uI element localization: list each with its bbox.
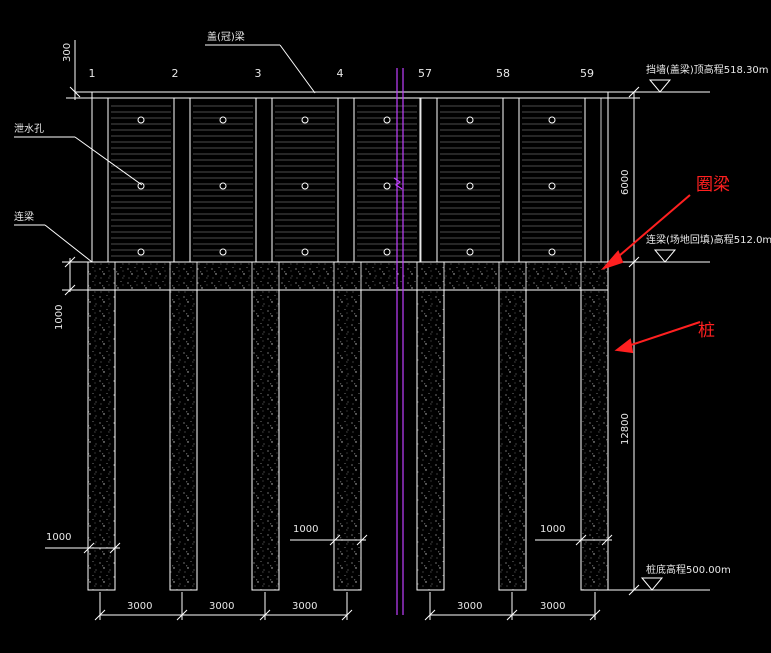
pile [251,289,280,591]
pile-width-dim-3: 1000 [540,524,565,535]
wall-panel [107,97,175,263]
drain-hole-icon [548,116,556,124]
drain-hole-icon [219,182,227,190]
drain-hole-icon [219,248,227,256]
break-line [393,68,404,615]
column-label: 4 [337,67,344,80]
ring-beam-annotation: 圈梁 [696,175,730,195]
spacing-dim-5: 3000 [540,601,565,612]
pile [580,289,609,591]
spacing-dim-1: 3000 [127,601,152,612]
cap-height-dim: 300 [62,43,73,62]
pile-width-dims [45,534,613,554]
tie-beam-elevation: 连梁(场地回填)高程512.0m [646,233,771,246]
pile-annotation: 桩 [698,321,715,341]
wall-panel [436,97,504,263]
pile [87,289,116,591]
drain-hole-icon [466,116,474,124]
drain-hole-label: 泄水孔 [14,122,44,135]
wall-panel [518,97,586,263]
drain-hole-icon [137,182,145,190]
pile-column [91,97,109,263]
column-label: 57 [418,67,432,80]
pile-column [173,97,191,263]
wall-panel [271,97,339,263]
pile-column [337,97,355,263]
pile-length-dim: 12800 [620,413,631,445]
pile [333,289,362,591]
beam-height-dim: 1000 [54,305,65,330]
drain-hole-icon [301,248,309,256]
wall-panel [353,97,421,263]
pile-column [420,97,438,263]
drain-hole-icon [548,248,556,256]
tie-beam [87,261,609,291]
drain-hole-icon [219,116,227,124]
red-arrows [600,194,701,354]
column-label: 58 [496,67,510,80]
drain-hole-icon [548,182,556,190]
drain-hole-icon [301,116,309,124]
drain-hole-icon [383,116,391,124]
pile [416,289,445,591]
column-labels: 1 2 3 4 57 58 59 [89,67,595,80]
column-label: 3 [255,67,262,80]
cap-beam-label: 盖(冠)梁 [207,30,245,43]
leaders [14,44,316,263]
drain-hole-icon [383,248,391,256]
drain-hole-icon [137,116,145,124]
pile-width-dim-1: 1000 [46,532,71,543]
drain-hole-icon [301,182,309,190]
cap-beam [75,91,640,262]
wall-panels [107,97,586,263]
pile [498,289,527,591]
pile-column [255,97,273,263]
wall-panel [189,97,257,263]
column-label: 2 [172,67,179,80]
pile [169,289,198,591]
spacing-dim-4: 3000 [457,601,482,612]
column-label: 1 [89,67,96,80]
spacing-dim-3: 3000 [292,601,317,612]
tie-beam-label: 连梁 [14,210,34,223]
column-label: 59 [580,67,594,80]
spacing-dims [94,592,601,621]
pile-width-dim-2: 1000 [293,524,318,535]
wall-height-dim: 6000 [620,170,631,195]
drain-hole-icon [383,182,391,190]
pile-column [584,97,602,263]
pile-bottom-elevation: 桩底高程500.00m [646,563,731,576]
drain-hole-icon [137,248,145,256]
drain-hole-icon [466,182,474,190]
wall-top-elevation: 挡墙(盖梁)顶高程518.30m [646,63,769,76]
left-dimension [62,40,92,296]
drain-hole-icon [466,248,474,256]
pile-column [502,97,520,263]
spacing-dim-2: 3000 [209,601,234,612]
